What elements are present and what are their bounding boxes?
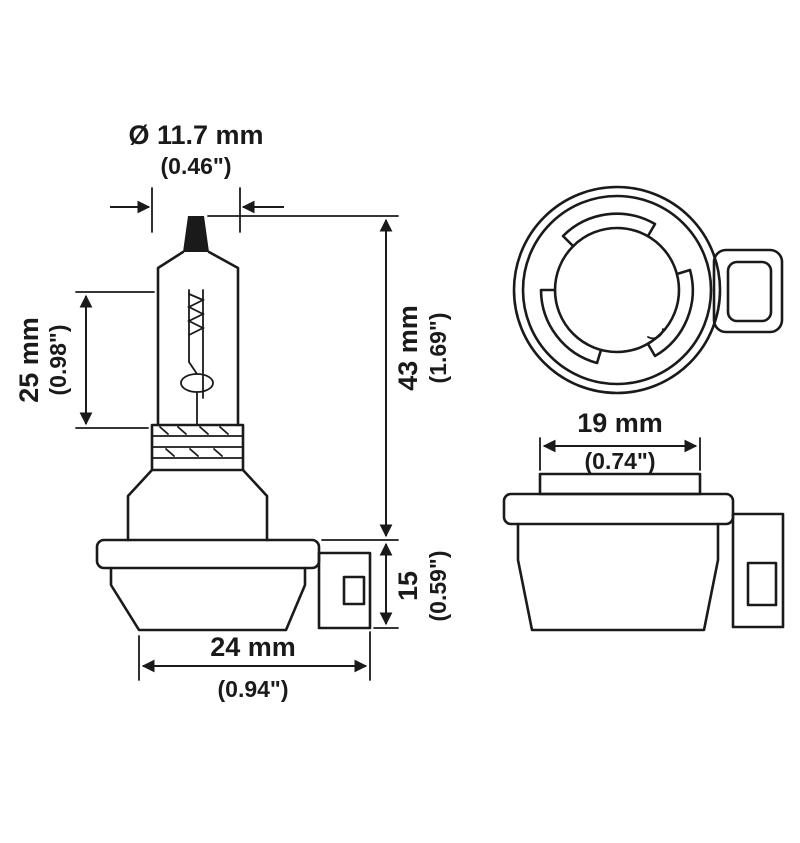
outer-ring — [512, 185, 722, 395]
base-flange — [95, 538, 321, 570]
profile-connector — [731, 512, 785, 629]
metal-rings — [150, 423, 245, 472]
dim-diameter: Ø 11.7 mm (0.46") — [110, 120, 284, 233]
connector-side — [317, 551, 372, 630]
dim-glass-metric: 25 mm — [14, 317, 44, 403]
dim-base-height-metric: 15 — [393, 571, 423, 601]
dim-glass-imperial: (0.98") — [45, 325, 71, 396]
dim-base-width: 24 mm (0.94") — [138, 631, 371, 702]
glass-envelope — [156, 250, 240, 427]
connector-top — [712, 248, 784, 334]
skirt — [126, 468, 269, 542]
dim-diameter-metric: Ø 11.7 mm — [128, 120, 263, 150]
filament-assembly — [180, 289, 214, 425]
dim-base-width-imperial: (0.94") — [218, 676, 289, 702]
dim-overall-metric: 43 mm — [393, 305, 423, 391]
base-body — [109, 566, 307, 632]
dim-collar-width: 19 mm (0.74") — [539, 408, 701, 474]
keyway-notch — [647, 328, 664, 340]
top-view — [512, 185, 784, 395]
dim-base-width-metric: 24 mm — [210, 632, 296, 662]
dim-collar-imperial: (0.74") — [585, 448, 656, 474]
inner-ring — [521, 194, 713, 386]
dim-base-height: 15 (0.59") — [373, 542, 451, 629]
collar — [538, 472, 702, 496]
profile-body — [516, 522, 720, 632]
dim-base-height-imperial: (0.59") — [425, 551, 451, 622]
locking-tabs — [539, 212, 695, 365]
dim-collar-metric: 19 mm — [577, 408, 663, 438]
dim-overall-imperial: (1.69") — [425, 313, 451, 384]
bulb-tip — [183, 216, 209, 252]
dim-diameter-imperial: (0.46") — [161, 153, 232, 179]
profile-view — [502, 472, 785, 632]
side-view — [95, 216, 372, 632]
dim-overall-length: 43 mm (1.69") — [207, 215, 451, 541]
profile-flange — [502, 492, 735, 526]
dim-glass-length: 25 mm (0.98") — [14, 291, 155, 429]
